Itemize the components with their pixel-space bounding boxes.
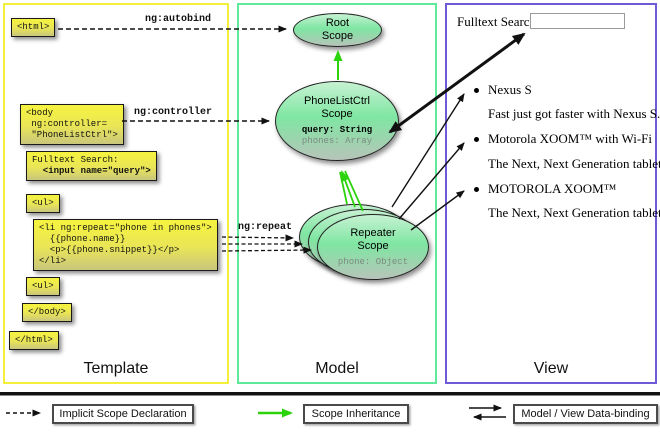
- prop-phones: phones: Array: [301, 136, 373, 146]
- phone-snippet: Fast just got faster with Nexus S.: [488, 106, 660, 121]
- legend-scope-inheritance: Scope Inheritance: [303, 404, 409, 424]
- legend-model-view-data-binding: Model / View Data-binding: [513, 404, 658, 424]
- legend-separator-line: [0, 392, 660, 396]
- edge-label-autobind: ng:autobind: [145, 14, 212, 25]
- fulltext-search-input[interactable]: [530, 13, 625, 29]
- repeater-scope-label: Repeater Scope: [350, 226, 396, 252]
- edge-label-controller: ng:controller: [134, 107, 213, 118]
- template-column-title: Template: [83, 360, 149, 377]
- prop-phone: phone: Object: [337, 256, 409, 267]
- model-column-frame: [237, 3, 437, 384]
- code-ul-close: <ul>: [26, 277, 60, 296]
- code-fulltext-search: Fulltext Search: <input name="query">: [26, 151, 157, 181]
- edge-label-repeat: ng:repeat: [238, 222, 293, 233]
- root-scope-label: Root Scope: [321, 17, 354, 42]
- view-list-item: MOTOROLA XOOM™: [474, 181, 616, 197]
- prop-query: query: String: [301, 125, 373, 135]
- model-column-title: Model: [315, 360, 359, 377]
- view-list-item: Motorola XOOM™ with Wi-Fi: [474, 131, 652, 147]
- code-fulltext-label: Fulltext Search:: [32, 155, 119, 165]
- phone-name: Motorola XOOM™ with Wi-Fi: [488, 131, 653, 146]
- code-html-close: </html>: [9, 331, 59, 350]
- code-ul-open: <ul>: [26, 194, 60, 213]
- code-body-close: </body>: [22, 303, 72, 322]
- phone-name: MOTOROLA XOOM™: [488, 181, 617, 196]
- code-body-open: <body ng:controller= "PhoneListCtrl">: [20, 104, 124, 145]
- bullet-icon: [474, 136, 479, 142]
- view-list-item: Nexus S: [474, 82, 532, 98]
- phonelistctrl-scope-ellipse: PhoneListCtrl Scope query: String phones…: [275, 81, 399, 161]
- phone-name: Nexus S: [488, 82, 532, 97]
- phone-snippet: The Next, Next Generation tablet.: [488, 205, 660, 220]
- code-html-open: <html>: [11, 18, 56, 37]
- legend-implicit-scope-declaration: Implicit Scope Declaration: [52, 404, 194, 424]
- root-scope-ellipse: Root Scope: [293, 13, 382, 47]
- repeater-scope-ellipse: Repeater Scope phone: Object: [317, 214, 429, 280]
- view-column-title: View: [533, 360, 569, 377]
- bullet-icon: [474, 87, 479, 93]
- code-li-repeat: <li ng:repeat="phone in phones"> {{phone…: [33, 219, 218, 271]
- code-input-query: <input name="query">: [32, 166, 151, 176]
- phonelistctrl-scope-label: PhoneListCtrl Scope: [303, 95, 371, 120]
- view-fulltext-search-label: Fulltext Search:: [457, 14, 540, 29]
- phone-snippet: The Next, Next Generation tablet.: [488, 156, 660, 171]
- bullet-icon: [474, 186, 479, 192]
